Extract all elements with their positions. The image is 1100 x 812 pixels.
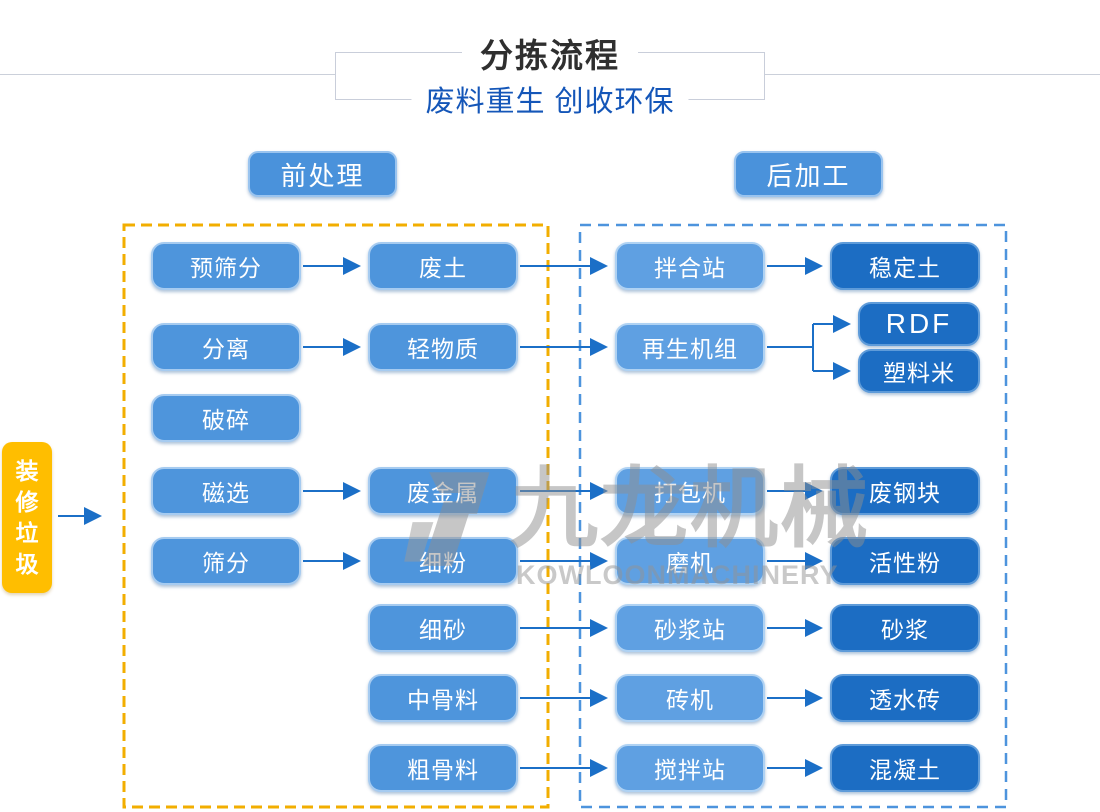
flow-node-rdf: RDF <box>858 302 980 346</box>
flow-node-mill: 磨机 <box>615 537 765 585</box>
flow-node-mixing-station: 拌合站 <box>615 242 765 290</box>
page-subtitle: 废料重生 创收环保 <box>411 78 689 120</box>
section-label-pre-processing: 前处理 <box>248 151 397 197</box>
flow-node-recycling-unit: 再生机组 <box>615 323 765 371</box>
source-label-char: 修 <box>15 488 39 515</box>
flow-node-light-material: 轻物质 <box>368 323 518 371</box>
flow-node-waste-metal: 废金属 <box>368 467 518 515</box>
flow-node-mortar: 砂浆 <box>830 604 980 652</box>
title-frame: 分拣流程 废料重生 创收环保 <box>335 29 765 120</box>
section-label-post-processing: 后加工 <box>734 151 883 197</box>
flow-node-magnetic-separation: 磁选 <box>151 467 301 515</box>
section-label-pre-text: 前处理 <box>280 160 365 191</box>
page-title: 分拣流程 <box>462 29 638 77</box>
flow-node-concrete: 混凝土 <box>830 744 980 792</box>
source-label-renovation-waste: 装修垃圾 <box>2 442 52 593</box>
flow-node-stabilized-soil: 稳定土 <box>830 242 980 290</box>
flow-node-brick-machine: 砖机 <box>615 674 765 722</box>
flow-node-baler: 打包机 <box>615 467 765 515</box>
source-label-char: 垃 <box>15 519 39 546</box>
flow-node-pre-screening: 预筛分 <box>151 242 301 290</box>
flow-node-plastic-pellets: 塑料米 <box>858 349 980 393</box>
flow-node-active-powder: 活性粉 <box>830 537 980 585</box>
flow-node-stirring-station: 搅拌站 <box>615 744 765 792</box>
flow-node-screening: 筛分 <box>151 537 301 585</box>
flow-node-permeable-brick: 透水砖 <box>830 674 980 722</box>
flow-node-crushing: 破碎 <box>151 394 301 442</box>
source-label-char: 装 <box>15 457 39 484</box>
flow-node-fine-powder: 细粉 <box>368 537 518 585</box>
flow-arrows <box>58 257 851 777</box>
flow-node-medium-aggregate: 中骨料 <box>368 674 518 722</box>
section-label-post-text: 后加工 <box>766 160 851 191</box>
flow-node-coarse-aggregate: 粗骨料 <box>368 744 518 792</box>
source-label-char: 圾 <box>15 550 39 577</box>
flow-node-waste-soil: 废土 <box>368 242 518 290</box>
flow-node-separation: 分离 <box>151 323 301 371</box>
pre-processing-zone-border <box>122 223 550 809</box>
flow-node-scrap-steel: 废钢块 <box>830 467 980 515</box>
flow-node-mortar-station: 砂浆站 <box>615 604 765 652</box>
zone-borders <box>122 223 1008 809</box>
flow-node-fine-sand: 细砂 <box>368 604 518 652</box>
